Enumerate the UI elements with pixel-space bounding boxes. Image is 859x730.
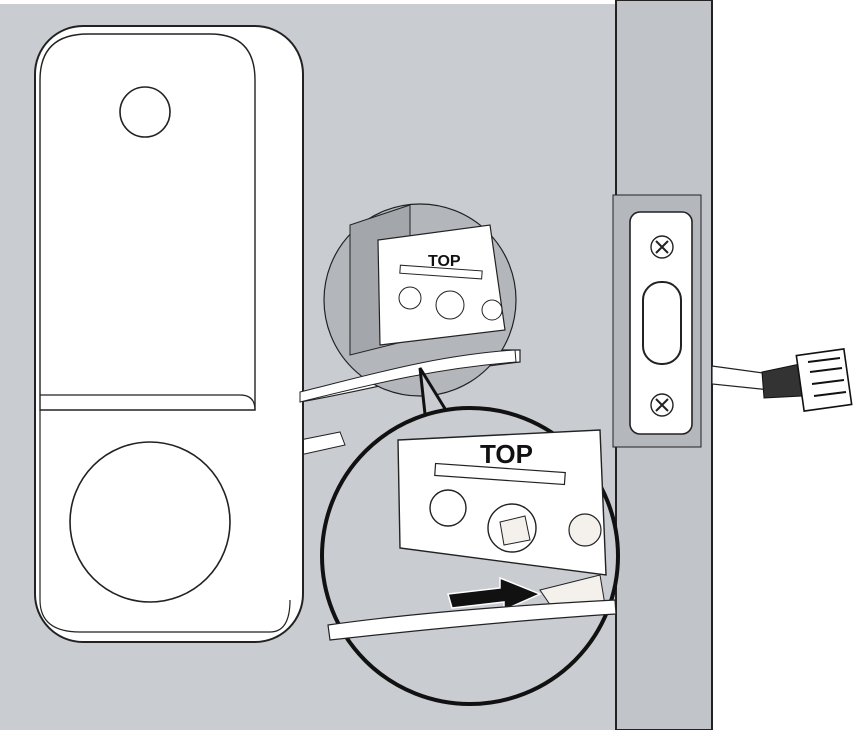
detail-circle-small: TOP xyxy=(299,203,517,403)
cable-connector xyxy=(761,348,853,412)
keypad-device xyxy=(34,25,304,643)
top-label-large: TOP xyxy=(480,439,533,469)
fingerprint-button xyxy=(69,441,231,603)
top-label-small: TOP xyxy=(428,253,461,270)
insert-arrow-icon xyxy=(447,576,542,612)
cable-right xyxy=(711,365,771,391)
sensor-circle xyxy=(119,86,171,138)
detail-circle-large: TOP xyxy=(320,367,620,706)
strike-plate xyxy=(612,194,702,448)
